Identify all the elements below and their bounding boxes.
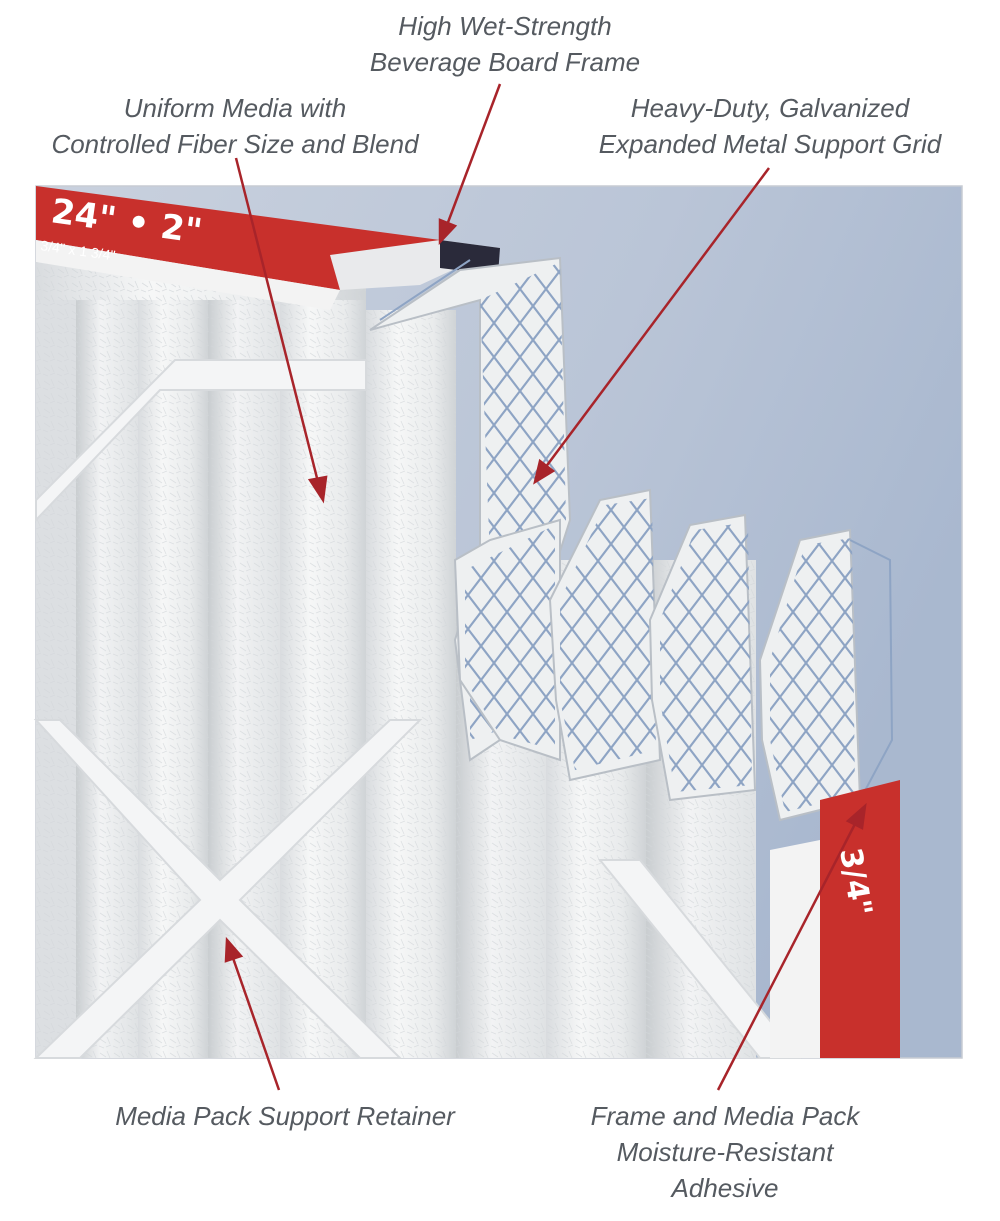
callout-adhesive-line3: Adhesive xyxy=(671,1173,779,1203)
callout-board-frame-line2: Beverage Board Frame xyxy=(369,47,641,77)
leader-arrows xyxy=(224,83,867,1091)
callout-adhesive-line1: Frame and Media Pack xyxy=(590,1101,860,1131)
callout-adhesive: Frame and Media Pack Moisture-Resistant … xyxy=(560,1098,890,1206)
callout-uniform-media-line2: Controlled Fiber Size and Blend xyxy=(51,129,419,159)
callout-uniform-media-line1: Uniform Media with xyxy=(123,93,347,123)
exposed-pleats-row xyxy=(453,488,894,822)
callout-support-grid: Heavy-Duty, Galvanized Expanded Metal Su… xyxy=(575,90,965,162)
callout-support-grid-line2: Expanded Metal Support Grid xyxy=(598,129,942,159)
callout-support-grid-line1: Heavy-Duty, Galvanized xyxy=(630,93,910,123)
callout-board-frame: High Wet-Strength Beverage Board Frame xyxy=(330,8,680,80)
callout-support-retainer-line1: Media Pack Support Retainer xyxy=(115,1101,455,1131)
frame-side-face: 3/4" xyxy=(770,780,900,1058)
callout-uniform-media: Uniform Media with Controlled Fiber Size… xyxy=(30,90,440,162)
support-retainer-shape xyxy=(33,359,803,1059)
callout-board-frame-line1: High Wet-Strength xyxy=(398,11,612,41)
media-pleats-front xyxy=(36,250,756,1058)
callout-adhesive-line2: Moisture-Resistant xyxy=(616,1137,834,1167)
callout-support-retainer: Media Pack Support Retainer xyxy=(95,1098,475,1134)
